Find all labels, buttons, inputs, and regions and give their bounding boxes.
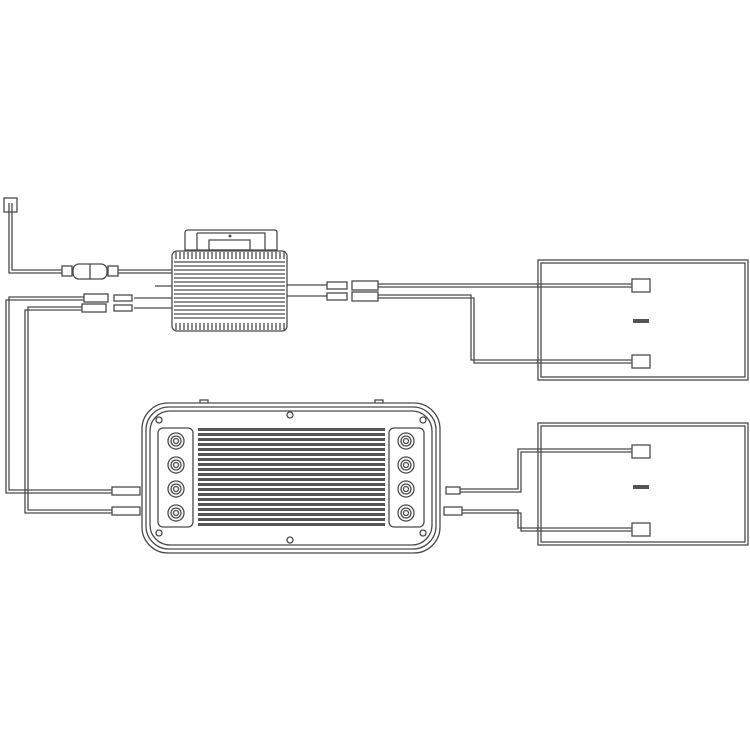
battery-fin	[198, 493, 385, 496]
inverter-dc-cables-left	[5, 293, 172, 514]
battery-fin	[198, 483, 385, 486]
battery-fin	[198, 478, 385, 481]
battery-port	[397, 432, 415, 450]
battery-fin	[198, 433, 385, 436]
battery-port	[397, 456, 415, 474]
battery-fin	[198, 458, 385, 461]
battery-dc-cables-right	[443, 448, 632, 532]
battery-fin	[198, 518, 385, 521]
battery-fin	[198, 438, 385, 441]
battery-port	[167, 456, 185, 474]
battery-fin	[198, 513, 385, 516]
battery-unit	[141, 399, 441, 554]
solar-panel-top	[537, 259, 749, 381]
battery-port	[167, 480, 185, 498]
battery-fin	[198, 428, 385, 431]
battery-fin	[198, 443, 385, 446]
battery-dc-connectors-left	[111, 486, 141, 516]
battery-port	[167, 432, 185, 450]
inverter-dc-cables-right	[287, 280, 632, 364]
microinverter	[155, 229, 288, 332]
battery-fin	[198, 508, 385, 511]
battery-port	[397, 504, 415, 522]
battery-port	[167, 504, 185, 522]
battery-fin	[198, 448, 385, 451]
battery-fin	[198, 503, 385, 506]
battery-fin	[198, 498, 385, 501]
wall-outlet	[3, 197, 64, 274]
solar-panel-bottom	[537, 422, 749, 546]
battery-fin	[198, 453, 385, 456]
battery-fin	[198, 473, 385, 476]
battery-fin	[198, 488, 385, 491]
battery-fin	[198, 523, 385, 526]
battery-port	[397, 480, 415, 498]
battery-fin	[198, 468, 385, 471]
battery-fin	[198, 463, 385, 466]
ac-coupler	[61, 263, 172, 280]
